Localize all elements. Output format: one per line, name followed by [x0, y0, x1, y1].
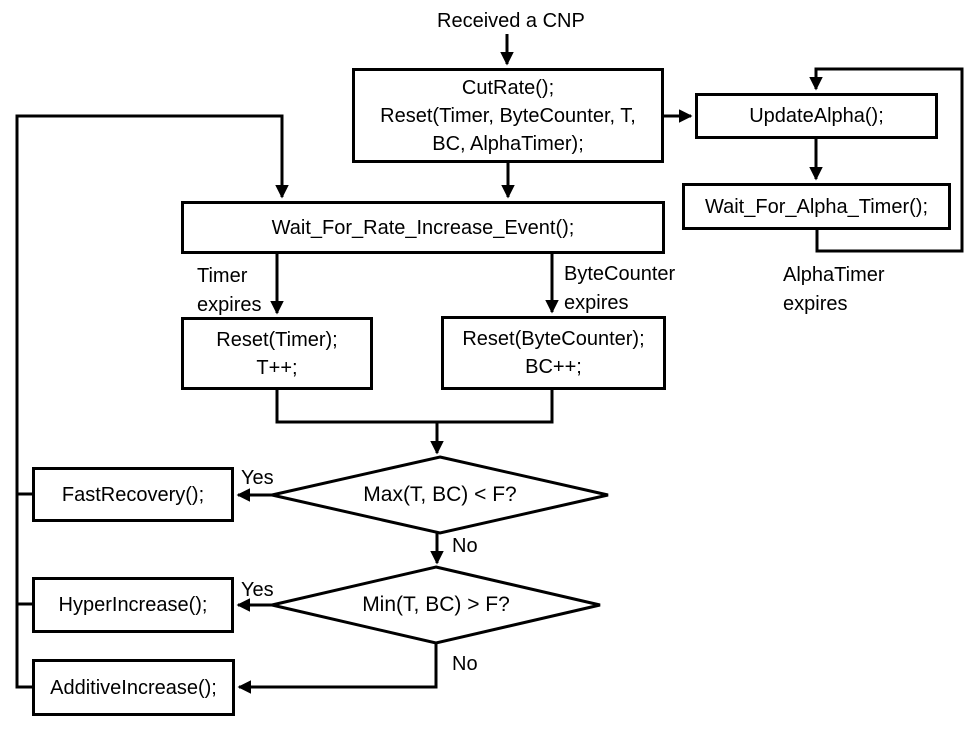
node-reset-timer-line1: Reset(Timer);	[216, 328, 338, 351]
label-min-yes: Yes	[241, 579, 274, 601]
label-byte-counter-expires: ByteCounter expires	[564, 260, 675, 318]
decision-min-label: Min(T, BC) > F?	[362, 593, 510, 616]
label-min-no: No	[452, 653, 478, 675]
node-cutrate: CutRate(); Reset(Timer, ByteCounter, T, …	[352, 68, 664, 163]
label-byte-counter-expires-line2: expires	[564, 292, 629, 314]
label-timer-expires-line2: expires	[197, 294, 262, 316]
node-reset-byte-counter: Reset(ByteCounter); BC++;	[441, 316, 666, 390]
node-cutrate-line1: CutRate();	[461, 76, 555, 99]
edge-left-feedback	[15, 114, 289, 689]
label-timer-expires-line1: Timer	[197, 265, 248, 287]
node-reset-byte-counter-line2: BC++;	[525, 356, 582, 378]
node-additive-increase: AdditiveIncrease();	[32, 659, 235, 716]
label-timer-expires: Timer expires	[197, 262, 261, 320]
node-wait-alpha-timer-label: Wait_For_Alpha_Timer();	[704, 195, 929, 218]
node-update-alpha-label: UpdateAlpha();	[749, 105, 884, 127]
start-label: Received a CNP	[437, 10, 585, 32]
node-additive-increase-label: AdditiveIncrease();	[50, 676, 217, 699]
node-reset-timer-line2: T++;	[256, 356, 298, 379]
label-max-no: No	[452, 535, 478, 557]
node-wait-rate-increase: Wait_For_Rate_Increase_Event();	[181, 201, 665, 254]
node-fast-recovery: FastRecovery();	[32, 467, 234, 522]
label-byte-counter-expires-line1: ByteCounter	[564, 263, 676, 285]
node-reset-byte-counter-line1: Reset(ByteCounter);	[462, 328, 645, 350]
label-alpha-timer-expires-line2: expires	[783, 293, 848, 315]
node-cutrate-line3: BC, AlphaTimer);	[432, 132, 584, 155]
decision-max-shape	[271, 455, 609, 535]
decision-max-label: Max(T, BC) < F?	[363, 483, 517, 506]
node-hyper-increase: HyperIncrease();	[32, 577, 234, 633]
node-cutrate-line2: Reset(Timer, ByteCounter, T,	[380, 104, 636, 127]
node-wait-rate-increase-label: Wait_For_Rate_Increase_Event();	[271, 216, 575, 239]
decision-min-shape	[271, 565, 601, 645]
node-wait-alpha-timer: Wait_For_Alpha_Timer();	[682, 183, 951, 230]
node-hyper-increase-label: HyperIncrease();	[58, 594, 208, 616]
node-update-alpha: UpdateAlpha();	[695, 93, 938, 139]
edge-merge-bar	[275, 389, 554, 424]
edge-mincheck-no	[237, 643, 438, 694]
node-fast-recovery-label: FastRecovery();	[61, 483, 205, 506]
edge-alphatimer-loop	[809, 67, 964, 253]
label-alpha-timer-expires-line1: AlphaTimer	[783, 264, 885, 286]
label-alpha-timer-expires: AlphaTimer expires	[783, 261, 885, 319]
label-max-yes: Yes	[241, 467, 274, 489]
node-reset-timer: Reset(Timer); T++;	[181, 317, 373, 390]
